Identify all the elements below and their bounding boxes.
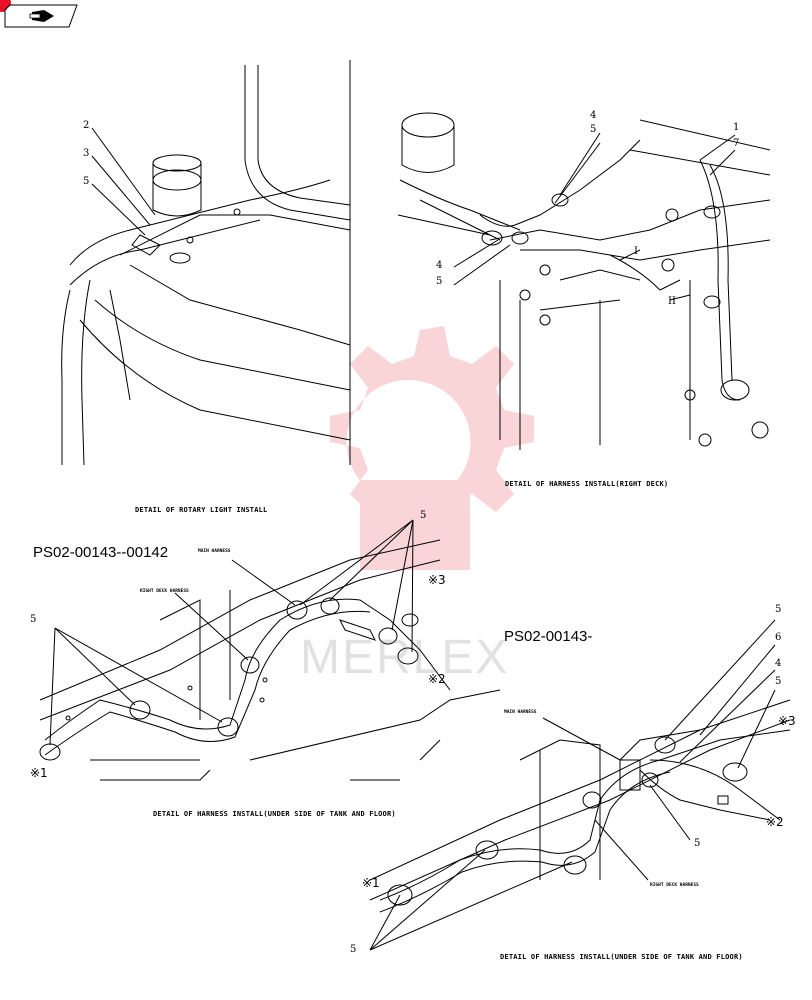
callout-5: 5: [590, 124, 597, 135]
callout-6: 6: [775, 632, 782, 643]
section-mark-i: I: [634, 246, 638, 257]
callout-4: 4: [590, 110, 597, 121]
callout-3: 3: [83, 148, 90, 159]
section-mark-ii: II: [668, 296, 676, 307]
right-deck-drawing: [397, 112, 771, 450]
main-harness-label: MAIN HARNESS: [198, 549, 231, 554]
callout-1: 1: [733, 122, 740, 133]
callout-5: 5: [436, 276, 443, 287]
callout-5: 5: [775, 604, 782, 615]
ref-mark-2: ※2: [428, 672, 446, 686]
callout-5: 5: [775, 676, 782, 687]
ref-mark-3: ※3: [428, 573, 446, 587]
under-tank-right-caption: DETAIL OF HARNESS INSTALL(UNDER SIDE OF …: [500, 953, 743, 961]
part-code-right: PS02-00143-: [504, 628, 593, 645]
under-tank-left-caption: DETAIL OF HARNESS INSTALL(UNDER SIDE OF …: [153, 810, 396, 818]
callout-4: 4: [775, 658, 782, 669]
watermark-gear: [330, 326, 534, 570]
rotary-light-caption: DETAIL OF ROTARY LIGHT INSTALL: [135, 506, 268, 514]
rotary-light-drawing: [61, 60, 351, 466]
watermark-text: MERLEX: [300, 631, 510, 684]
right-deck-harness-label: RIGHT DECK HARNESS: [140, 589, 189, 594]
callout-4: 4: [436, 260, 443, 271]
callout-7: 7: [733, 138, 740, 149]
ref-mark-2: ※2: [766, 815, 784, 829]
callout-5: 5: [30, 614, 37, 625]
right-deck-caption: DETAIL OF HARNESS INSTALL(RIGHT DECK): [505, 480, 669, 488]
callout-5: 5: [350, 944, 357, 955]
right-deck-harness-label: RIGHT DECK HARNESS: [650, 883, 699, 888]
callout-5: 5: [83, 176, 90, 187]
callout-5: 5: [420, 510, 427, 521]
part-code-left: PS02-00143--00142: [33, 544, 169, 561]
under-tank-left-drawing: [39, 519, 501, 781]
under-tank-right-drawing: [369, 619, 791, 951]
arrow-right-icon: [29, 10, 54, 22]
ref-mark-1: ※1: [30, 766, 48, 780]
nav-button[interactable]: [4, 4, 78, 28]
main-harness-label: MAIN HARNESS: [504, 710, 537, 715]
ref-mark-1: ※1: [362, 876, 380, 890]
callout-2: 2: [83, 120, 90, 131]
callout-5: 5: [694, 838, 701, 849]
ref-mark-3: ※3: [778, 714, 796, 728]
